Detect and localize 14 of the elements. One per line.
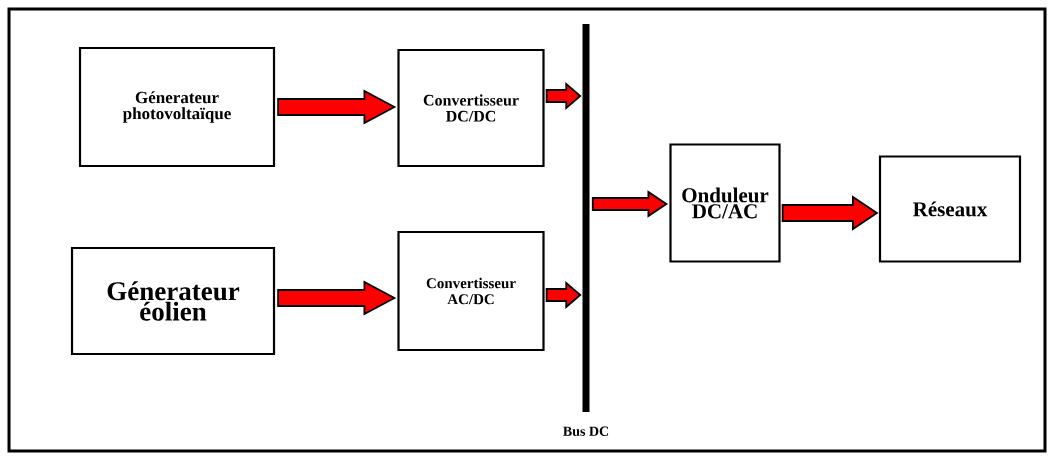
block-arrow bbox=[545, 281, 582, 309]
bus-bar: Bus DC bbox=[563, 24, 609, 436]
process-box: Génerateur éolien bbox=[70, 246, 276, 356]
block-arrow bbox=[277, 280, 397, 316]
node-label: Bus DC bbox=[563, 426, 609, 436]
process-box: Réseaux bbox=[878, 155, 1022, 263]
process-box: Convertisseur DC/DC bbox=[397, 48, 545, 168]
block-arrow bbox=[591, 190, 669, 218]
process-box: Onduleur DC/AC bbox=[669, 143, 781, 263]
block-arrow bbox=[545, 82, 582, 110]
block-arrow bbox=[781, 195, 879, 231]
process-box: Convertisseur AC/DC bbox=[397, 230, 545, 352]
block-arrow bbox=[277, 89, 397, 125]
process-box: Génerateur photovoltaïque bbox=[78, 46, 276, 168]
